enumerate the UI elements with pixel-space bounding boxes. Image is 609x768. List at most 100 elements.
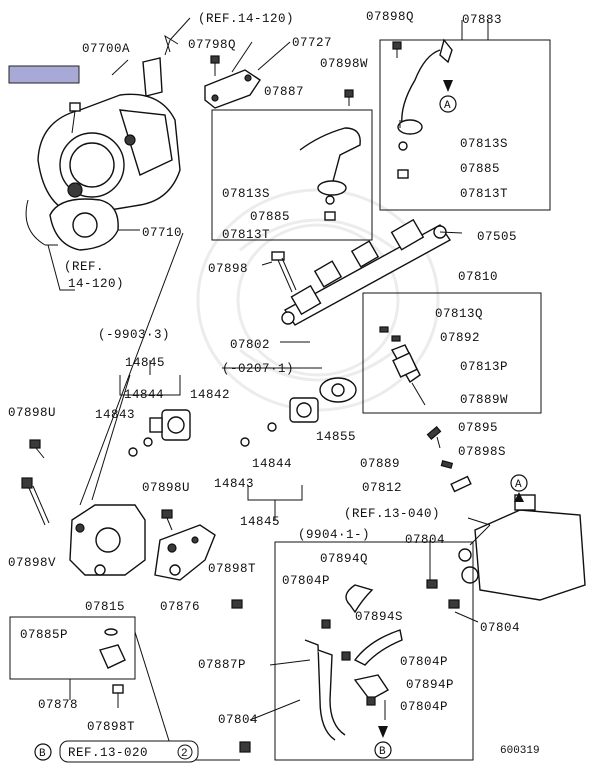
label-07885-mid[interactable]: 07885 [250, 210, 290, 224]
label-date-9903[interactable]: (-9903·3) [98, 328, 170, 342]
label-07894Q[interactable]: 07894Q [320, 552, 368, 566]
label-07813T-right[interactable]: 07813T [460, 187, 508, 201]
label-07898[interactable]: 07898 [208, 262, 248, 276]
callout-b-left-letter: B [39, 748, 46, 760]
label-date-0207[interactable]: (-0207·1) [222, 362, 294, 376]
bracket-07876 [154, 524, 216, 581]
bolt-07898U [29, 439, 45, 459]
label-07883[interactable]: 07883 [462, 13, 502, 27]
ref-13-020-box [59, 740, 199, 763]
label-07898T-mid[interactable]: 07898T [208, 562, 256, 576]
label-07813S-mid[interactable]: 07813S [222, 187, 270, 201]
label-14844-bot[interactable]: 14844 [252, 457, 292, 471]
label-ref-13-020-num[interactable]: 2 [181, 748, 188, 760]
label-07813P[interactable]: 07813P [460, 360, 508, 374]
label-14845-bot[interactable]: 14845 [240, 515, 280, 529]
callout-b-bot [374, 726, 392, 759]
label-07876[interactable]: 07876 [160, 600, 200, 614]
label-ref-14-120-left-1[interactable]: (REF. [64, 260, 104, 274]
label-07700A[interactable]: 07700A [82, 42, 130, 56]
label-ref-13-020[interactable]: REF.13-020 [68, 746, 148, 760]
label-07898U-mid[interactable]: 07898U [142, 481, 190, 495]
label-date-9904[interactable]: (9904·1-) [298, 528, 370, 542]
label-07898V[interactable]: 07898V [8, 556, 56, 570]
label-07810[interactable]: 07810 [458, 270, 498, 284]
label-07887[interactable]: 07887 [264, 85, 304, 99]
label-07727[interactable]: 07727 [292, 36, 332, 50]
label-07710[interactable]: 07710 [142, 226, 182, 240]
label-07505[interactable]: 07505 [477, 230, 517, 244]
callout-b-left [34, 743, 52, 761]
fuel-pump-ref-13-040 [458, 494, 586, 601]
label-07812[interactable]: 07812 [362, 481, 402, 495]
pin-07895 [426, 425, 442, 449]
spacer-07812 [450, 475, 472, 493]
label-07815[interactable]: 07815 [85, 600, 125, 614]
label-ref-14-120-left-2[interactable]: 14-120) [68, 277, 124, 291]
label-14843-top[interactable]: 14843 [95, 408, 135, 422]
label-07878[interactable]: 07878 [38, 698, 78, 712]
bolt-07898 [271, 251, 297, 293]
sensor-07878 [99, 644, 126, 669]
label-14845-top[interactable]: 14845 [125, 356, 165, 370]
seal-07885P [104, 628, 118, 636]
label-07804-right[interactable]: 07804 [480, 621, 520, 635]
label-07894S[interactable]: 07894S [355, 610, 403, 624]
hose-07894P [353, 674, 390, 706]
label-14842[interactable]: 14842 [190, 388, 230, 402]
label-07885-right[interactable]: 07885 [460, 162, 500, 176]
label-07898S[interactable]: 07898S [458, 445, 506, 459]
label-07892[interactable]: 07892 [440, 331, 480, 345]
hose-07894S [341, 629, 403, 666]
label-07898T-bot[interactable]: 07898T [87, 720, 135, 734]
label-ref-14-120-top[interactable]: (REF.14-120) [198, 12, 294, 26]
label-07804P-1[interactable]: 07804P [282, 574, 330, 588]
label-07898Q[interactable]: 07898Q [366, 10, 414, 24]
fuel-rail-07505 [281, 218, 452, 326]
label-07804P-3[interactable]: 07804P [400, 700, 448, 714]
hose-07894Q [321, 584, 374, 629]
label-07895[interactable]: 07895 [458, 421, 498, 435]
label-07813S-right[interactable]: 07813S [460, 137, 508, 151]
figure-number: 600319 [500, 745, 540, 757]
leader-lines [9, 17, 551, 761]
label-14844-top[interactable]: 14844 [124, 388, 164, 402]
label-07802[interactable]: 07802 [230, 338, 270, 352]
label-07898W[interactable]: 07898W [320, 57, 368, 71]
label-14843-bot[interactable]: 14843 [214, 477, 254, 491]
callout-a-top-letter: A [444, 100, 451, 112]
label-07887P[interactable]: 07887P [198, 658, 246, 672]
label-14855[interactable]: 14855 [316, 430, 356, 444]
callout-b-bot-letter: B [379, 746, 386, 758]
bolt-07898W [344, 89, 354, 106]
fuel-pipe-07883 [397, 38, 453, 179]
label-07889[interactable]: 07889 [360, 457, 400, 471]
bracket-07727 [204, 69, 261, 109]
idle-speed-control-14842 [128, 409, 191, 457]
label-07804P-2[interactable]: 07804P [400, 655, 448, 669]
ref-13-020-num-circle [177, 744, 193, 760]
clip-07804-bot [239, 741, 251, 753]
air-hose-07700A [142, 57, 163, 97]
label-ref-13-040[interactable]: (REF.13-040) [344, 507, 440, 521]
bolt-07798P [69, 102, 81, 134]
label-07813T-mid[interactable]: 07813T [222, 228, 270, 242]
label-07889W[interactable]: 07889W [460, 393, 508, 407]
bolt-07898T-mid [231, 599, 243, 609]
clip-07804-right [448, 599, 460, 609]
gasket-07710 [49, 198, 119, 251]
seal-07889 [440, 460, 454, 469]
fuel-pipe-07887 [299, 127, 361, 221]
label-07894P[interactable]: 07894P [406, 678, 454, 692]
clip-07804-top [426, 579, 438, 589]
label-07804-bot[interactable]: 07804 [218, 713, 258, 727]
label-07813Q[interactable]: 07813Q [435, 307, 483, 321]
label-07804-top[interactable]: 07804 [405, 533, 445, 547]
label-07798Q[interactable]: 07798Q [188, 38, 236, 52]
label-07898U-left[interactable]: 07898U [8, 406, 56, 420]
callout-a-right [510, 474, 528, 502]
bolt-07798Q [210, 55, 220, 76]
label-07885P[interactable]: 07885P [20, 628, 68, 642]
throttle-adapter-07815 [69, 504, 146, 576]
